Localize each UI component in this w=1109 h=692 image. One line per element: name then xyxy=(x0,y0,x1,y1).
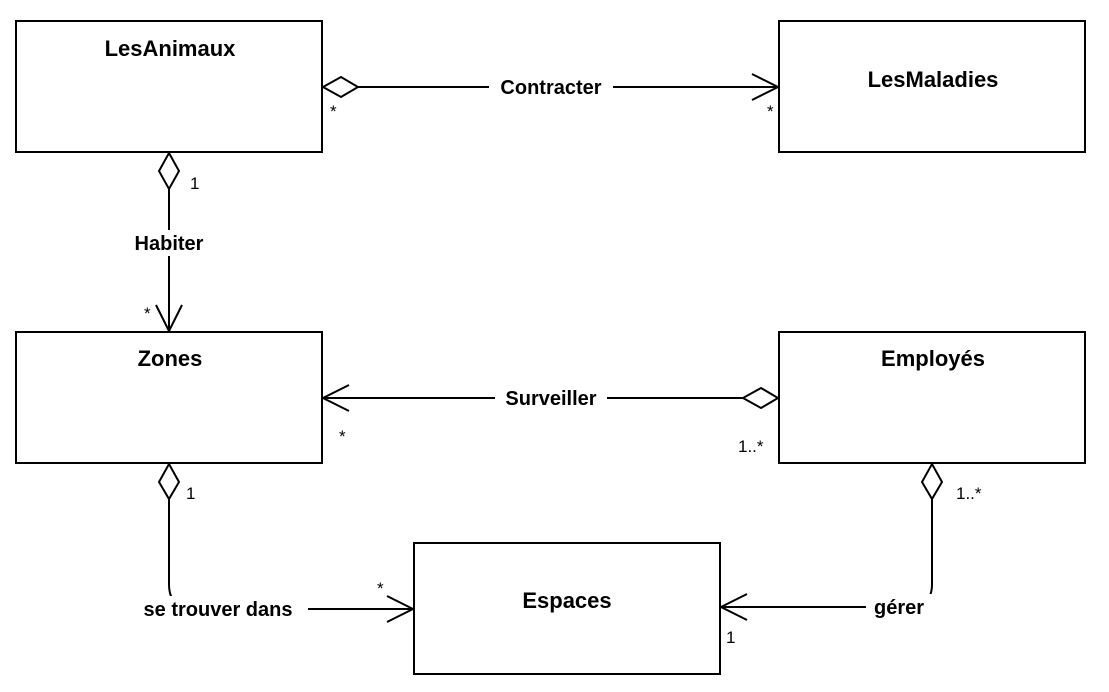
se-trouver-dans-source-multiplicity: 1 xyxy=(186,484,195,503)
habiter-label: Habiter xyxy=(135,233,204,255)
class-zones[interactable]: Zones xyxy=(15,331,323,464)
class-name: Zones xyxy=(138,346,203,371)
se-trouver-dans-label-bg xyxy=(128,596,308,622)
contracter-target-multiplicity: * xyxy=(767,102,774,121)
contracter-label: Contracter xyxy=(500,77,601,99)
surveiller-label: Surveiller xyxy=(505,388,596,410)
class-employes[interactable]: Employés xyxy=(778,331,1086,464)
contracter-source-multiplicity: * xyxy=(330,102,337,121)
habiter-label-bg xyxy=(126,230,212,256)
surveiller-label-bg xyxy=(495,385,607,411)
class-box xyxy=(15,331,323,464)
se-trouver-dans-target-multiplicity: * xyxy=(377,579,384,598)
surveiller-target-multiplicity: * xyxy=(339,427,346,446)
gerer-label: gérer xyxy=(874,597,924,619)
class-name: Espaces xyxy=(522,588,611,613)
surveiller-source-multiplicity: 1..* xyxy=(738,437,764,456)
gerer-line xyxy=(721,499,933,608)
association-habiter[interactable] xyxy=(155,150,183,334)
habiter-aggregation-diamond xyxy=(157,150,181,192)
class-les-maladies[interactable]: LesMaladies xyxy=(778,20,1086,153)
surveiller-aggregation-diamond xyxy=(740,386,780,410)
class-espaces[interactable]: Espaces xyxy=(413,542,721,675)
gerer-aggregation-diamond xyxy=(920,461,944,501)
class-box xyxy=(413,542,721,675)
contracter-label-bg xyxy=(489,74,613,100)
class-box xyxy=(778,331,1086,464)
gerer-target-multiplicity: 1 xyxy=(726,628,735,647)
gerer-source-multiplicity: 1..* xyxy=(956,484,982,503)
habiter-source-multiplicity: 1 xyxy=(190,174,199,193)
class-name: LesAnimaux xyxy=(105,36,237,61)
gerer-label-bg xyxy=(866,594,932,620)
contracter-aggregation-diamond xyxy=(320,75,360,99)
se-trouver-dans-label: se trouver dans xyxy=(144,599,293,621)
class-box xyxy=(15,20,323,153)
se-trouver-dans-aggregation-diamond xyxy=(157,461,181,501)
class-box xyxy=(778,20,1086,153)
class-name: LesMaladies xyxy=(868,67,999,92)
class-les-animaux[interactable]: LesAnimaux xyxy=(15,20,323,153)
class-name: Employés xyxy=(881,346,985,371)
habiter-target-multiplicity: * xyxy=(144,304,151,323)
